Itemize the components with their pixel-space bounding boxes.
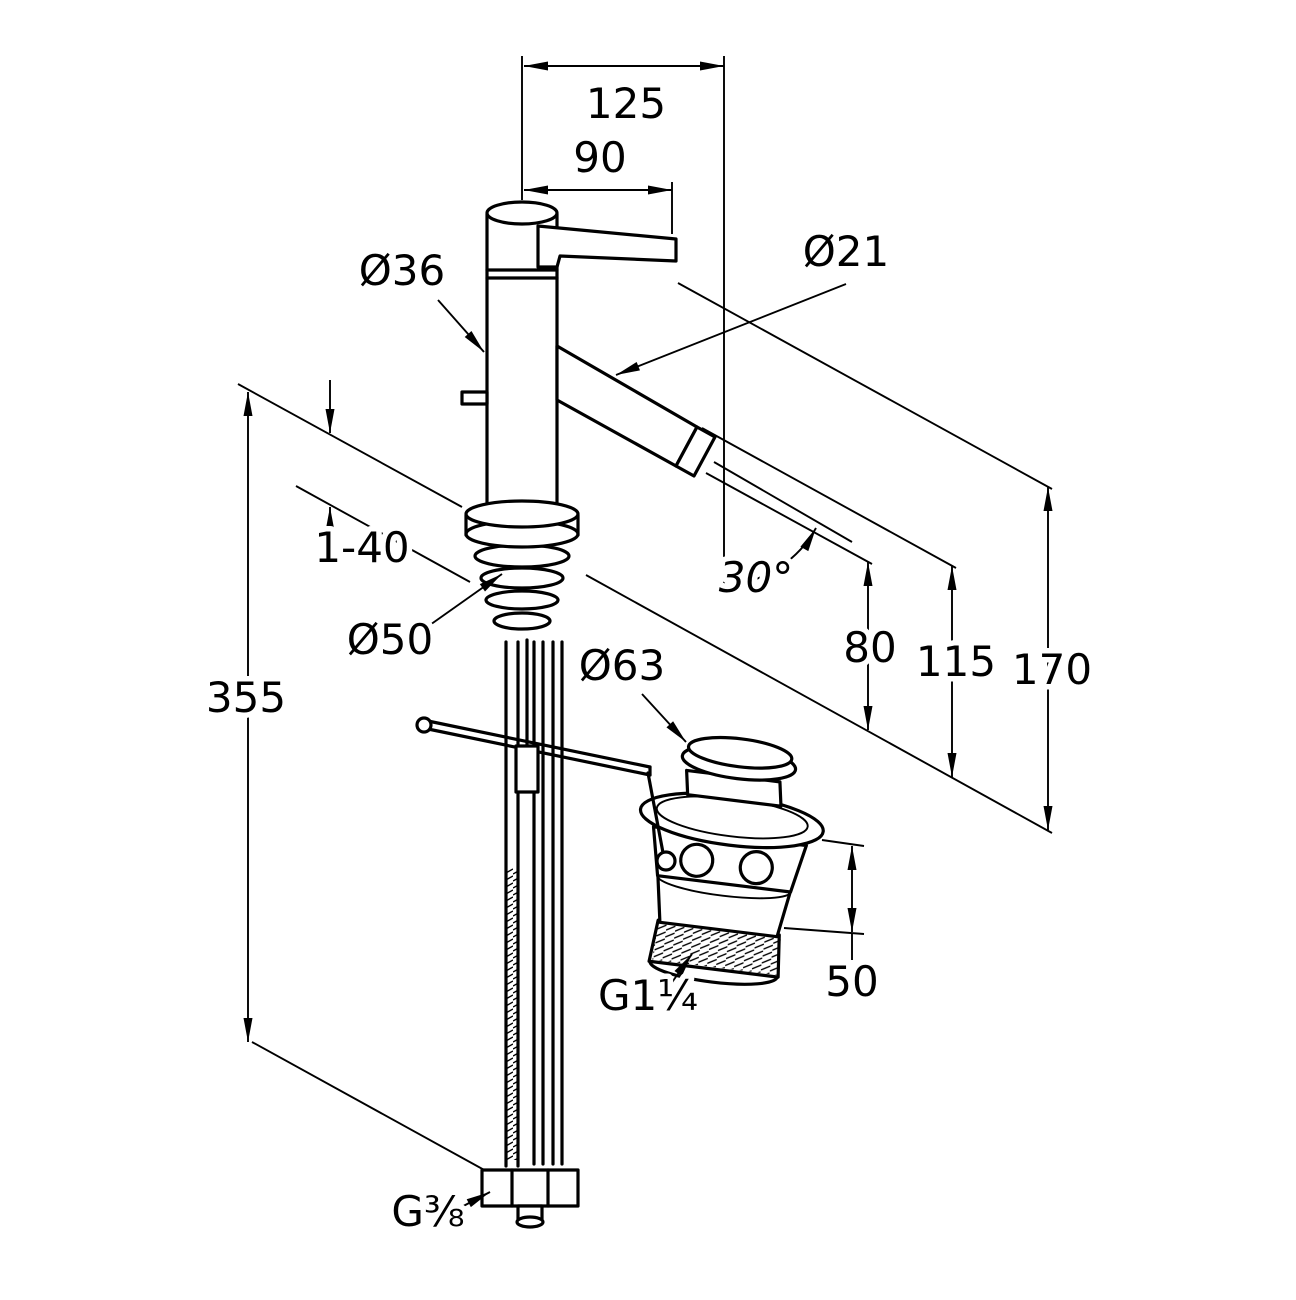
faucet-top-oblique	[677, 282, 1053, 490]
spout-top-oblique	[701, 427, 957, 569]
leader-waste-diameter	[641, 693, 687, 743]
under-deck-parts	[504, 638, 564, 1168]
pull-rod-horizontal-top	[426, 719, 652, 769]
waste-slot-right	[738, 850, 774, 886]
base-diameter-label: Ø50	[347, 615, 434, 664]
stack-ring-6	[492, 611, 552, 631]
outlet-height-label: 80	[843, 623, 896, 672]
spout	[555, 344, 699, 468]
leader-body-diameter	[437, 299, 485, 353]
connection-nut	[480, 1168, 580, 1208]
deck-top-oblique-right	[585, 574, 1053, 834]
deck-top-oblique-left	[237, 383, 463, 508]
below-deck-length-label: 355	[206, 673, 286, 722]
waste-thread-label: G1¼	[598, 971, 698, 1020]
spout-angle-label: 30°	[719, 553, 793, 602]
supply-thread-label: G⅜	[391, 1187, 464, 1236]
spout-diameter-label: Ø21	[803, 227, 890, 276]
threaded-rod-hatch	[505, 868, 519, 1160]
waste-slot-left	[679, 842, 715, 878]
waste-upper-body-arc	[656, 875, 792, 900]
pop-up-linkage	[415, 716, 677, 872]
leader-waste-thread	[667, 953, 693, 989]
angle-arc	[729, 527, 817, 587]
aerator-tip	[674, 425, 717, 478]
extension-lines	[237, 56, 1053, 1205]
outlet-oblique	[705, 472, 873, 565]
spout-axis-extension	[713, 461, 853, 543]
body-diameter-label: Ø36	[359, 246, 446, 295]
supply-connection	[480, 1168, 580, 1229]
set-screw	[460, 390, 489, 406]
lever-handle	[536, 224, 678, 269]
mounting-stack	[464, 499, 580, 631]
spout-height-label: 115	[916, 637, 996, 686]
base-rosette-upper	[464, 499, 580, 529]
leader-supply-thread	[451, 1191, 491, 1213]
stack-ring-4	[479, 566, 565, 590]
dimension-lines	[243, 61, 1053, 1042]
plug-cap	[686, 735, 794, 770]
waste-bottom-extension	[783, 927, 865, 935]
projection-label: 125	[586, 79, 666, 128]
stack-ring-5	[484, 589, 560, 611]
rod-clamp	[514, 744, 540, 794]
leader-base-diameter	[419, 573, 503, 633]
overall-height-label: 170	[1012, 645, 1092, 694]
lever-ball-joint	[655, 850, 677, 872]
leader-lines	[419, 283, 853, 1213]
dimension-labels: 125 90 Ø36 Ø21 1-40 Ø50 355 Ø63 30° 80 1…	[200, 74, 1097, 1242]
faucet	[460, 200, 717, 510]
pop-up-waste	[638, 735, 825, 986]
deck-bottom-oblique	[295, 485, 471, 583]
leader-spout-diameter	[615, 283, 847, 376]
waste-diameter-label: Ø63	[579, 641, 666, 690]
deck-thickness-label: 1-40	[314, 523, 409, 572]
waste-top-extension	[821, 839, 865, 847]
nut-stub-cap	[515, 1215, 545, 1229]
lever-link	[646, 771, 666, 860]
waste-height-label: 50	[825, 957, 878, 1006]
handle-reach-label: 90	[573, 133, 626, 182]
rod-ball-end	[415, 716, 433, 734]
faucet-top-cap	[485, 200, 559, 226]
